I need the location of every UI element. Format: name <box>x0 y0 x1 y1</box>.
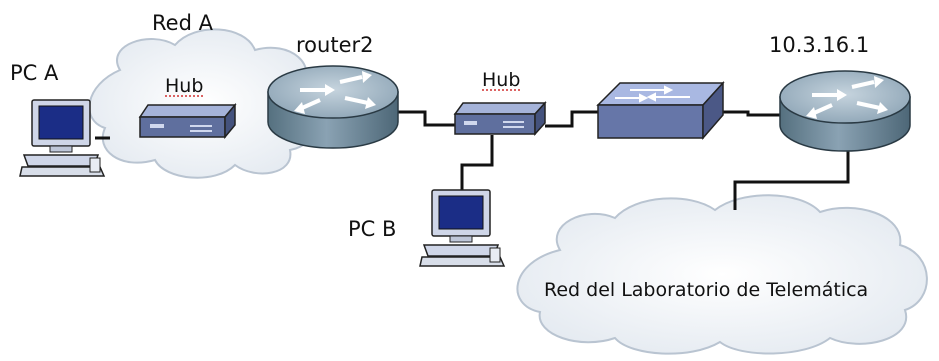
cable-router-lab <box>733 145 850 210</box>
cable-hub-switch <box>545 110 598 128</box>
pc-b-label: PC B <box>348 217 396 241</box>
hub-icon <box>138 102 237 140</box>
hub-red-a[interactable] <box>138 102 237 140</box>
pc-a[interactable] <box>19 99 106 177</box>
lab-network-cloud <box>516 194 928 355</box>
hub-icon <box>453 101 547 136</box>
router-icon <box>267 65 399 149</box>
switch[interactable] <box>596 81 725 141</box>
cable-router2-hub <box>398 110 455 127</box>
pc-b[interactable] <box>419 189 506 267</box>
router-lab[interactable] <box>779 70 911 152</box>
cloud-icon <box>516 194 928 355</box>
red-a-cloud <box>88 28 319 179</box>
lab-network-label: Red del Laboratorio de Telemática <box>544 279 868 301</box>
switch-icon <box>596 81 725 141</box>
pc-icon <box>19 99 106 177</box>
hub-center[interactable] <box>453 101 547 136</box>
hub-center-label: Hub <box>482 69 520 91</box>
cables <box>95 110 850 210</box>
cloud-icon <box>88 28 319 179</box>
red-a-label: Red A <box>152 11 214 35</box>
router-ip-label: 10.3.16.1 <box>769 33 869 57</box>
pc-a-label: PC A <box>10 61 59 85</box>
pc-icon <box>419 189 506 267</box>
router-icon <box>779 70 911 152</box>
hub-a-label: Hub <box>165 75 203 97</box>
router2-label: router2 <box>296 33 373 57</box>
cable-switch-router <box>713 110 780 117</box>
router2[interactable] <box>267 65 399 149</box>
cable-hub-pcb <box>460 135 494 190</box>
